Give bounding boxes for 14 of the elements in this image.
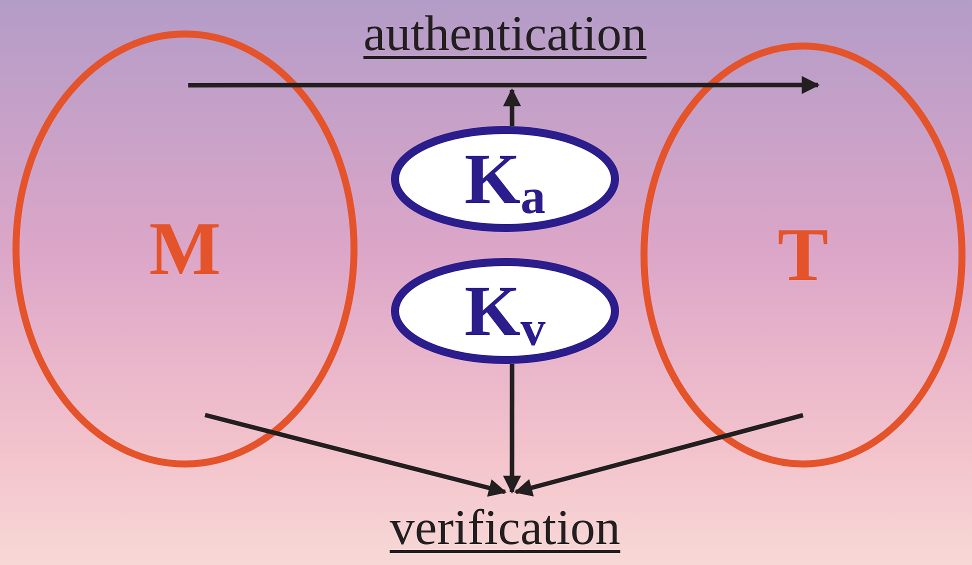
arrow [503, 88, 522, 126]
arrow [514, 413, 804, 496]
key-ellipse [391, 258, 619, 364]
node-label: T [778, 217, 828, 293]
edge-label: authentication [363, 8, 647, 58]
node-label: K$_{v}$ [464, 275, 546, 347]
node-label: verification [390, 502, 620, 552]
key-ellipse [391, 126, 619, 232]
arrow [503, 364, 521, 494]
node-label: K$_{a}$ [464, 143, 546, 215]
ellipse-node [12, 30, 358, 468]
arrow [204, 412, 507, 497]
node-label: M [149, 211, 221, 287]
arrow [188, 76, 820, 94]
